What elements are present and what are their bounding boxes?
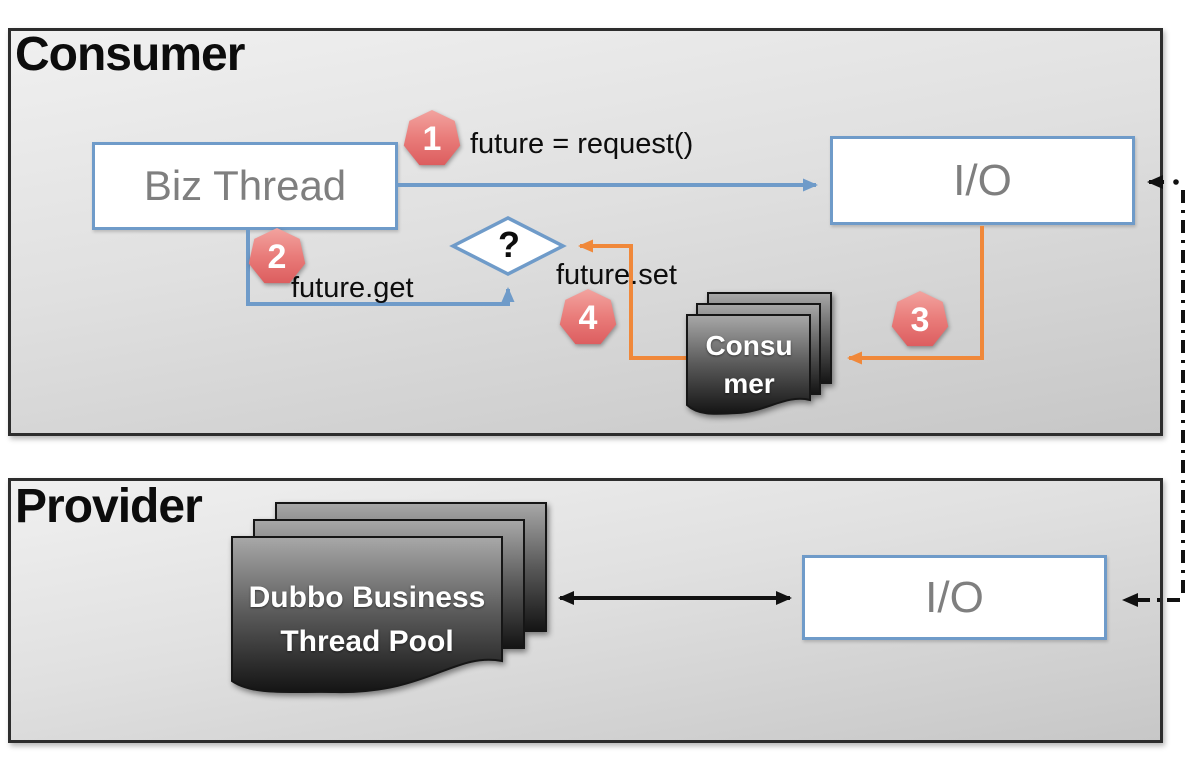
future-set-label: future.set xyxy=(556,259,677,291)
step-3-number: 3 xyxy=(891,291,949,347)
consumer-panel-title: Consumer xyxy=(15,28,245,81)
provider-io-label: I/O xyxy=(925,572,984,622)
step-2-number: 2 xyxy=(248,228,306,284)
step-4-number: 4 xyxy=(559,289,617,345)
biz-thread-box: Biz Thread xyxy=(92,142,398,230)
step-4-badge: 4 xyxy=(559,289,617,347)
step-2-badge: 2 xyxy=(248,228,306,286)
dubbo-thread-pool-label: Dubbo Business Thread Pool xyxy=(248,581,486,658)
provider-io-box: I/O xyxy=(802,555,1107,640)
step-3-badge: 3 xyxy=(891,291,949,349)
request-label: future = request() xyxy=(470,128,694,160)
network-link-dot xyxy=(1173,179,1179,185)
consumer-stack-label: Consu mer xyxy=(705,330,793,399)
consumer-io-box: I/O xyxy=(830,136,1135,225)
provider-panel-title: Provider xyxy=(15,480,203,533)
decision-question-mark: ? xyxy=(498,224,520,265)
consumer-panel xyxy=(8,28,1163,436)
step-1-badge: 1 xyxy=(403,110,461,168)
biz-thread-label: Biz Thread xyxy=(143,162,347,209)
consumer-io-label: I/O xyxy=(953,155,1012,205)
step-1-number: 1 xyxy=(403,110,461,166)
future-get-label: future.get xyxy=(291,272,414,304)
